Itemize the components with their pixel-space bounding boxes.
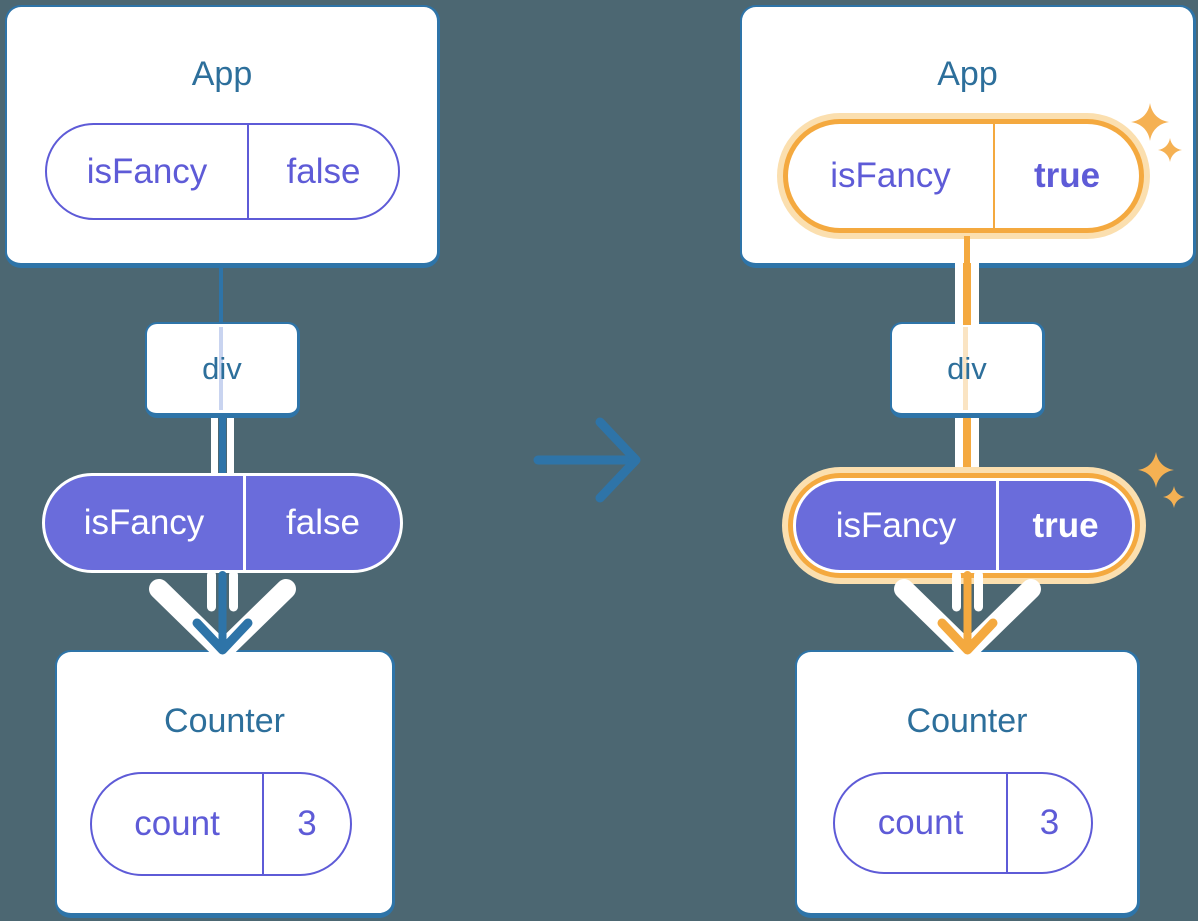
state-key: isFancy <box>788 124 995 228</box>
div-label: div <box>202 350 242 386</box>
sparkle-icon <box>1138 452 1185 508</box>
prop-key: isFancy <box>796 481 999 570</box>
app-title: App <box>191 55 253 93</box>
counter-title: Counter <box>906 702 1028 740</box>
state-thread <box>963 417 971 475</box>
div-card: div <box>145 322 300 418</box>
prop-pill: isFancy false <box>42 473 403 573</box>
transition-arrow-icon <box>533 417 641 503</box>
tree-edge-white <box>971 263 979 325</box>
app-state-pill: isFancy false <box>45 123 400 220</box>
counter-state-pill: count 3 <box>90 772 352 876</box>
counter-state-pill: count 3 <box>833 772 1093 874</box>
state-thread <box>964 236 970 265</box>
prop-value: true <box>1032 505 1099 545</box>
flow-arrow-icon <box>894 570 1041 661</box>
tree-edge <box>219 417 226 477</box>
sparkle-icon <box>1131 103 1182 162</box>
state-key: count <box>92 774 264 874</box>
tree-edge-white <box>971 417 979 475</box>
tree-edge-white <box>955 263 963 325</box>
state-thread-faint <box>219 327 223 410</box>
prop-value: false <box>286 503 360 542</box>
tree-edge-white <box>211 417 218 477</box>
div-label: div <box>947 350 987 386</box>
prop-key: isFancy <box>45 476 246 570</box>
state-value: false <box>286 151 361 191</box>
tree-edge <box>219 258 223 326</box>
state-key: count <box>835 774 1008 872</box>
state-thread <box>963 263 971 325</box>
tree-edge-white <box>227 417 234 477</box>
flow-arrow-icon <box>149 570 296 661</box>
counter-title: Counter <box>164 702 285 740</box>
state-value: 3 <box>1039 803 1060 842</box>
div-card: div <box>890 322 1045 418</box>
state-thread-faint <box>963 327 968 410</box>
state-value: true <box>1033 156 1101 195</box>
app-state-pill-highlighted: isFancy true <box>777 113 1150 239</box>
state-key: isFancy <box>47 125 249 218</box>
prop-pill-highlighted: isFancy true <box>782 467 1146 584</box>
app-title: App <box>937 55 998 93</box>
state-value: 3 <box>297 804 317 843</box>
tree-edge-white <box>955 417 963 475</box>
